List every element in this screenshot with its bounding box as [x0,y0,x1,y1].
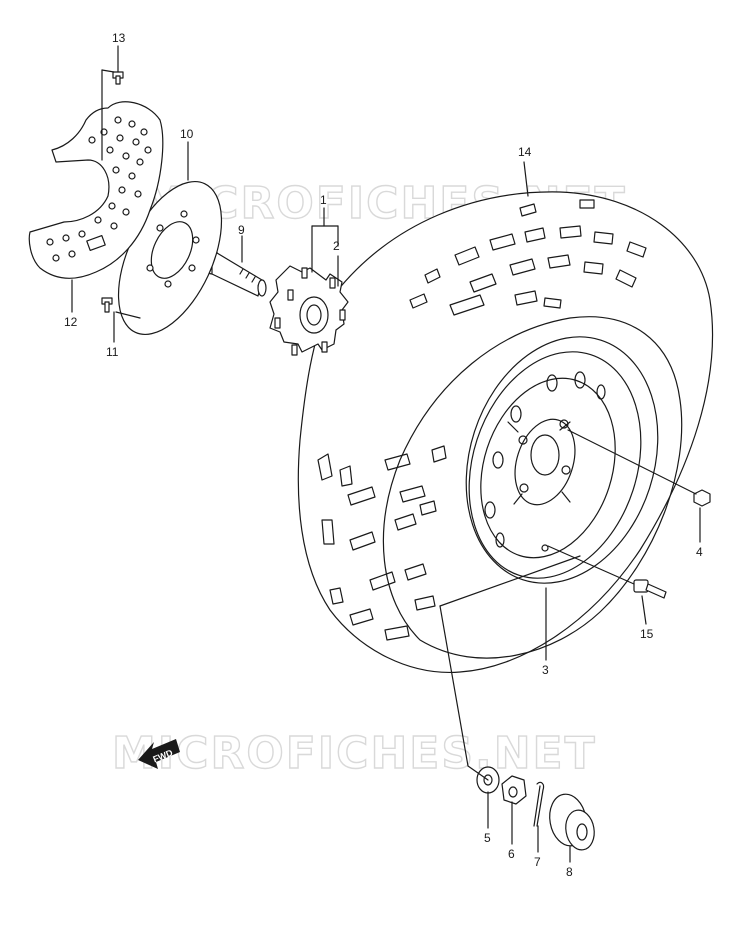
callout-9: 9 [238,223,245,237]
rim [439,336,659,607]
valve-15-icon [633,579,667,599]
nut-4-icon [693,489,711,507]
callout-7: 7 [534,855,541,869]
callout-8: 8 [566,865,573,879]
callout-2: 2 [333,239,340,253]
bolt-11-icon [101,297,113,313]
callout-5: 5 [484,831,491,845]
hub-cap-8-icon [549,793,595,851]
callout-10: 10 [180,127,194,141]
callout-labels: 13 10 1 2 9 12 11 14 4 15 3 5 6 7 8 [64,31,703,879]
castle-nut-6-icon [501,775,527,805]
callout-11: 11 [106,345,119,359]
callout-3: 3 [542,663,549,677]
bolt-13-icon [112,71,124,85]
callout-15: 15 [640,627,654,641]
wheel-hub [269,265,349,356]
callout-14: 14 [518,145,532,159]
callout-4: 4 [696,545,703,559]
brake-guard [28,101,164,279]
callout-6: 6 [508,847,515,861]
callout-13: 13 [112,31,126,45]
callout-12: 12 [64,315,78,329]
watermark-bottom: MICROFICHES.NET [112,728,597,779]
leader-lines [71,45,701,863]
cotter-pin-7-icon [533,781,545,827]
callout-1: 1 [320,193,327,207]
